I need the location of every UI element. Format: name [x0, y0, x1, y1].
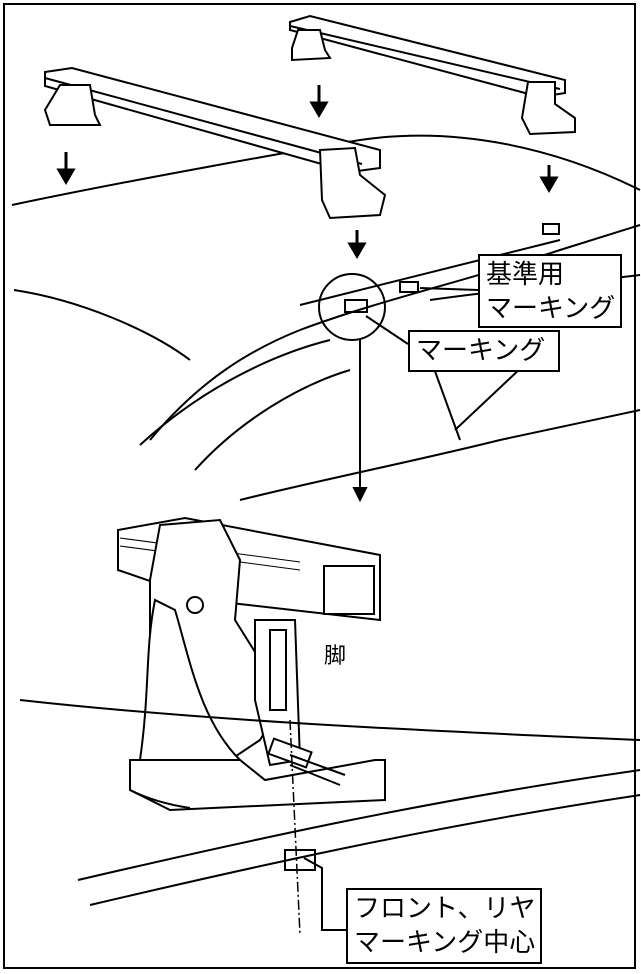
- magnify-callout: [318, 273, 386, 503]
- center-marking-line2: マーキング中心: [354, 928, 536, 958]
- marking-label: マーキング: [408, 330, 560, 372]
- reference-marking-label: 基準用 マーキング: [478, 254, 622, 328]
- placement-arrows: [56, 85, 559, 259]
- leg-label: 脚: [322, 638, 349, 670]
- center-marking-label: フロント、リヤ マーキング中心: [346, 888, 542, 964]
- foot-detail: [117, 516, 386, 812]
- car-roof: [11, 134, 641, 501]
- reference-marking-line1: 基準用: [486, 260, 565, 290]
- center-marking-line1: フロント、リヤ: [354, 894, 536, 924]
- lower-roof: [19, 699, 641, 906]
- rear-crossbar: [289, 14, 576, 136]
- reference-marking-line2: マーキング: [486, 294, 616, 324]
- marking-text: マーキング: [416, 336, 546, 366]
- front-crossbar: [43, 66, 387, 220]
- roof-markings: [344, 223, 560, 313]
- leader-lines: [303, 287, 479, 931]
